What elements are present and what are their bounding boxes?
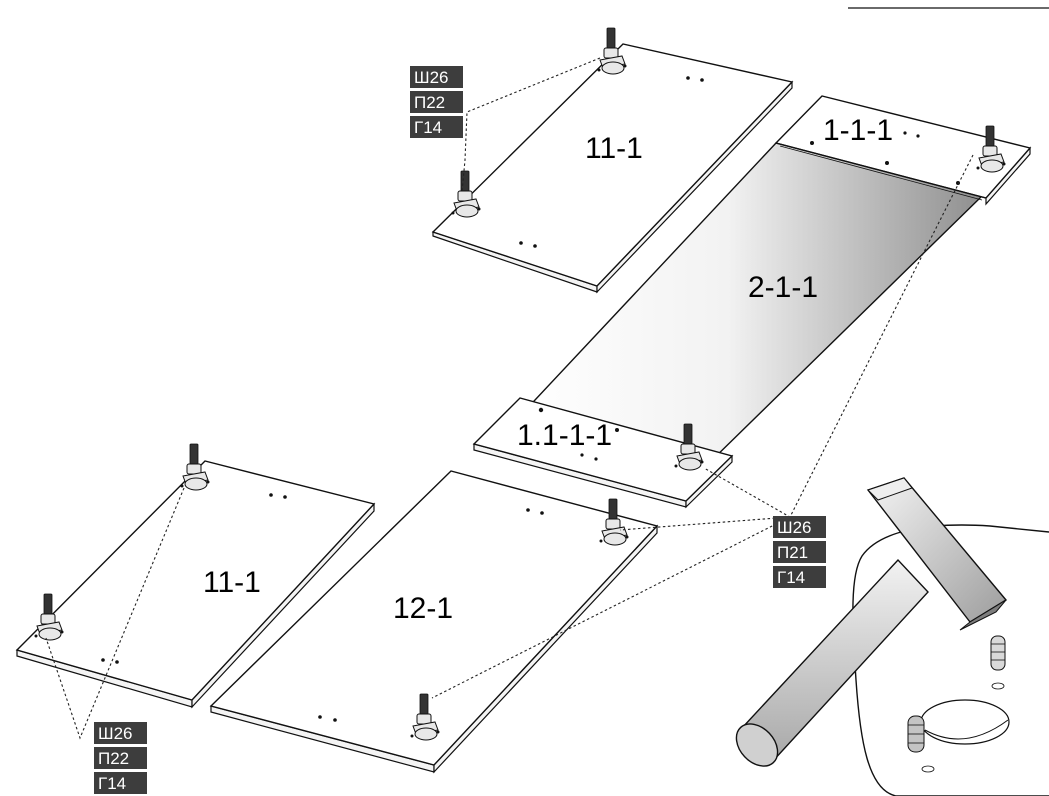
dowel-icon — [990, 635, 1006, 690]
hardware-code: Г14 — [98, 774, 126, 793]
bottom-shelf-label: 1.1-1-1 — [517, 419, 612, 452]
hammer-icon — [735, 477, 1008, 767]
top-shelf-label: 1-1-1 — [823, 114, 893, 147]
hardware-code: Ш26 — [414, 68, 449, 87]
hardware-code: П21 — [777, 543, 808, 562]
hardware-code: Ш26 — [98, 724, 133, 743]
hardware-code: П22 — [414, 93, 445, 112]
hardware-group-middle: Ш26 П21 Г14 — [773, 516, 826, 588]
right-door-panel: 12-1 — [209, 470, 659, 774]
right-door-label: 12-1 — [393, 592, 453, 625]
top-door-label: 11-1 — [585, 132, 643, 165]
hardware-group-bottom: Ш26 П22 Г14 — [94, 722, 147, 794]
left-door-panel: 11-1 — [15, 443, 376, 709]
left-door-label: 11-1 — [203, 566, 261, 599]
hardware-code: Г14 — [414, 118, 442, 137]
cabinet-back-assembly: 2-1-1 1-1-1 1.1-1-1 — [472, 95, 1032, 509]
hardware-group-top: Ш26 П22 Г14 — [410, 66, 463, 138]
hammer-detail-inset — [735, 477, 1049, 796]
hardware-code: Ш26 — [777, 518, 812, 537]
hardware-code: П22 — [98, 749, 129, 768]
hardware-code: Г14 — [777, 568, 805, 587]
dowel-icon — [907, 715, 935, 773]
mirror-label: 2-1-1 — [748, 271, 818, 304]
top-door-panel: 11-1 — [431, 27, 794, 294]
